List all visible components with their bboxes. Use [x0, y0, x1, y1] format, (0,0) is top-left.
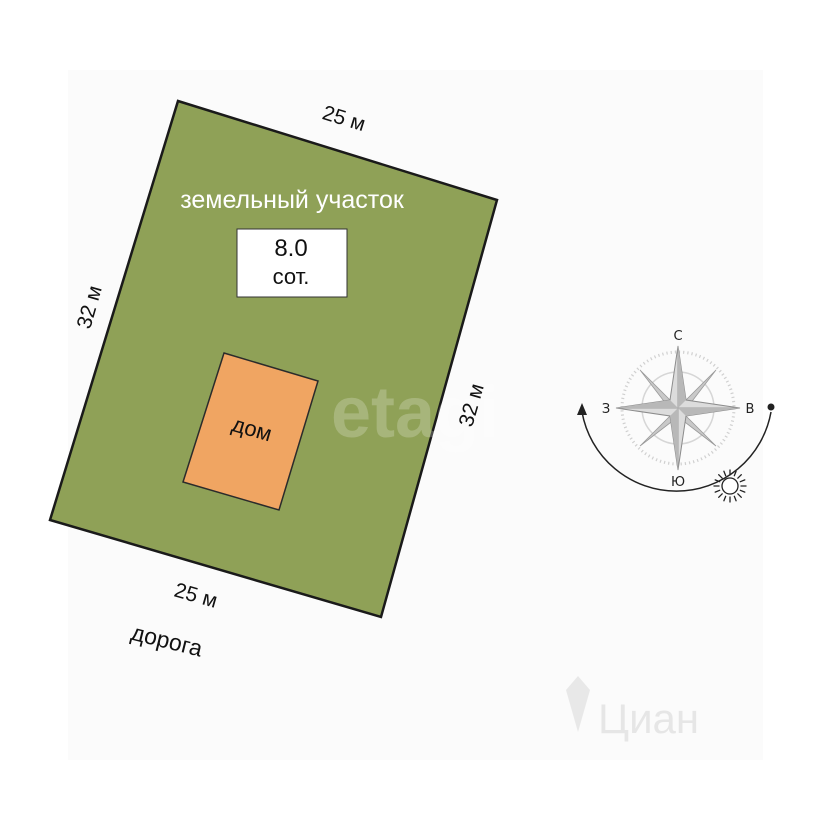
compass-north-letter: С [673, 329, 682, 344]
area-unit: сот. [273, 264, 310, 289]
house [182, 352, 319, 511]
compass-west-letter: З [602, 402, 610, 417]
compass-east-letter: В [746, 402, 755, 417]
cian-watermark: Циан [566, 676, 699, 742]
compass-south-letter: Ю [671, 475, 685, 490]
cian-watermark-text: Циан [598, 695, 699, 742]
land-plot [48, 99, 499, 619]
sun-icon [713, 469, 747, 503]
compass-rose-icon: С Ю З В [602, 329, 755, 490]
area-value: 8.0 [274, 235, 307, 262]
area-box [236, 228, 348, 298]
sun-path-arrow-icon [577, 403, 775, 492]
plot-title: земельный участок [180, 186, 405, 214]
compass-star-halves [616, 346, 740, 470]
etagi-watermark: etagi [331, 373, 499, 453]
